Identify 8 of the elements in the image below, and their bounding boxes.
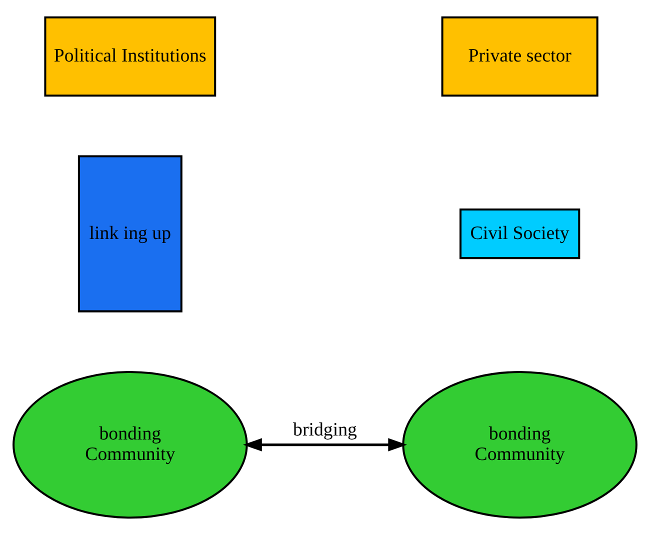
edge-label: bridging — [293, 419, 357, 440]
node-ellipse: bonding Community — [12, 370, 248, 518]
arrow — [243, 438, 408, 451]
node-box: Private sector — [441, 16, 598, 96]
node-box: Political Institutions — [44, 16, 216, 96]
node-box: link ing up — [78, 154, 182, 312]
node-box: Civil Society — [460, 208, 580, 259]
node-ellipse: bonding Community — [402, 370, 638, 518]
